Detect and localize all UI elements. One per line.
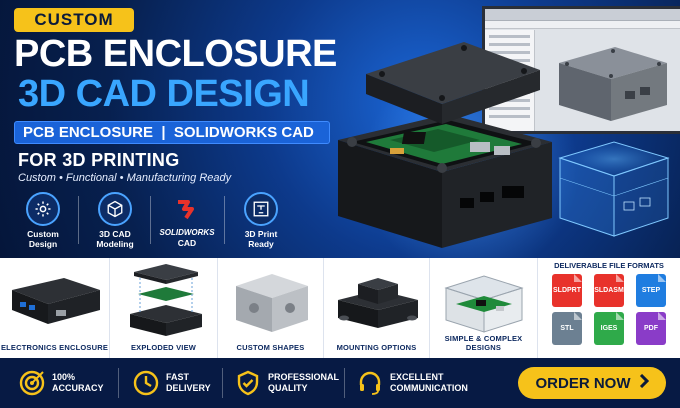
tagline: Custom • Functional • Manufacturing Read… — [18, 172, 232, 184]
mounting-options-image — [338, 278, 418, 328]
subtitle-bar: PCB ENCLOSURE | SOLIDWORKS CAD — [14, 121, 330, 144]
electronics-enclosure-image — [12, 278, 100, 324]
feature-custom-design: Custom Design — [12, 192, 74, 249]
benefit-professional-quality: PROFESSIONAL QUALITY — [234, 366, 339, 400]
benefit-label: 100% ACCURACY — [52, 372, 104, 393]
benefit-label: FAST DELIVERY — [166, 372, 211, 393]
footer-benefits-bar: 100% ACCURACY FAST DELIVERY PROFESSIONAL… — [0, 358, 680, 408]
feature-label: CAD — [177, 238, 197, 248]
feature-solidworks-cad: SOLIDWORKS CAD — [156, 192, 218, 248]
target-icon — [18, 369, 46, 397]
benefit-fast-delivery: FAST DELIVERY — [132, 366, 211, 400]
file-ext: STL — [560, 325, 574, 332]
for-3d-printing-heading: FOR 3D PRINTING — [18, 150, 180, 170]
exploded-view-image — [130, 264, 202, 336]
file-ext: IGES — [600, 325, 618, 332]
product-mounting-options: MOUNTING OPTIONS — [324, 258, 430, 358]
custom-badge: CUSTOM — [14, 8, 134, 32]
feature-label: Custom Design — [27, 229, 59, 249]
divider — [344, 368, 345, 398]
file-sldprt: SLDPRT — [552, 274, 582, 307]
product-label: ELECTRONICS ENCLOSURE — [0, 343, 109, 352]
benefit-excellent-communication: EXCELLENT COMMUNICATION — [356, 366, 468, 400]
product-simple-complex-designs: SIMPLE & COMPLEX DESIGNS — [430, 258, 538, 358]
hero-banner: CUSTOM PCB ENCLOSURE 3D CAD DESIGN PCB E… — [0, 0, 680, 258]
product-label: EXPLODED VIEW — [130, 343, 197, 352]
file-ext: STEP — [641, 287, 661, 294]
cad-menu-bar — [485, 9, 680, 21]
chevron-right-icon — [639, 373, 649, 392]
gear-icon — [26, 192, 60, 226]
feature-icons-row: Custom Design 3D CAD Modeling SOLIDWORKS… — [12, 192, 302, 254]
cad-toolbar — [485, 21, 680, 29]
order-now-label: ORDER NOW — [535, 374, 631, 392]
feature-label: 3D Print Ready — [244, 229, 278, 249]
order-now-button[interactable]: ORDER NOW — [518, 367, 666, 399]
divider — [78, 196, 79, 244]
wireframe-enclosure-render — [558, 141, 670, 237]
file-iges: IGES — [594, 312, 624, 345]
cube-icon — [98, 192, 132, 226]
product-label: MOUNTING OPTIONS — [336, 343, 417, 352]
file-ext: SLDASM — [594, 287, 624, 294]
headset-icon — [356, 369, 384, 397]
product-electronics-enclosure: ELECTRONICS ENCLOSURE — [0, 258, 110, 358]
cad-model-render — [559, 47, 667, 121]
solidworks-logo — [170, 192, 204, 226]
title-line-1: PCB ENCLOSURE — [14, 33, 337, 75]
divider — [118, 368, 119, 398]
3d-printer-icon — [244, 192, 278, 226]
feature-3d-cad-modeling: 3D CAD Modeling — [84, 192, 146, 249]
clock-icon — [132, 369, 160, 397]
solidworks-brand: SOLIDWORKS — [159, 228, 215, 237]
product-gallery: ELECTRONICS ENCLOSURE EXPLODED VIEW CUST… — [0, 258, 680, 358]
file-formats-title: DELIVERABLE FILE FORMATS — [554, 261, 664, 270]
custom-shapes-image — [236, 274, 308, 332]
title-line-2: 3D CAD DESIGN — [18, 73, 310, 115]
product-label: CUSTOM SHAPES — [236, 343, 305, 352]
benefit-label: PROFESSIONAL QUALITY — [268, 372, 340, 393]
file-pdf: PDF — [636, 312, 666, 345]
benefit-accuracy: 100% ACCURACY — [18, 366, 104, 400]
feature-label: 3D CAD Modeling — [96, 229, 134, 249]
feature-3d-print-ready: 3D Print Ready — [230, 192, 292, 249]
shield-check-icon — [234, 369, 262, 397]
divider — [150, 196, 151, 244]
file-step: STEP — [636, 274, 666, 307]
simple-complex-designs-image — [444, 275, 524, 333]
divider — [222, 368, 223, 398]
main-enclosure-render — [338, 42, 552, 248]
file-ext: SLDPRT — [553, 287, 581, 294]
divider — [224, 196, 225, 244]
deliverable-file-formats: DELIVERABLE FILE FORMATS SLDPRT SLDASM S… — [538, 258, 680, 358]
product-label: SIMPLE & COMPLEX DESIGNS — [444, 334, 523, 352]
file-sldasm: SLDASM — [594, 274, 624, 307]
file-ext: PDF — [644, 325, 658, 332]
product-custom-shapes: CUSTOM SHAPES — [218, 258, 324, 358]
product-exploded-view: EXPLODED VIEW — [110, 258, 218, 358]
file-stl: STL — [552, 312, 582, 345]
benefit-label: EXCELLENT COMMUNICATION — [390, 372, 468, 393]
